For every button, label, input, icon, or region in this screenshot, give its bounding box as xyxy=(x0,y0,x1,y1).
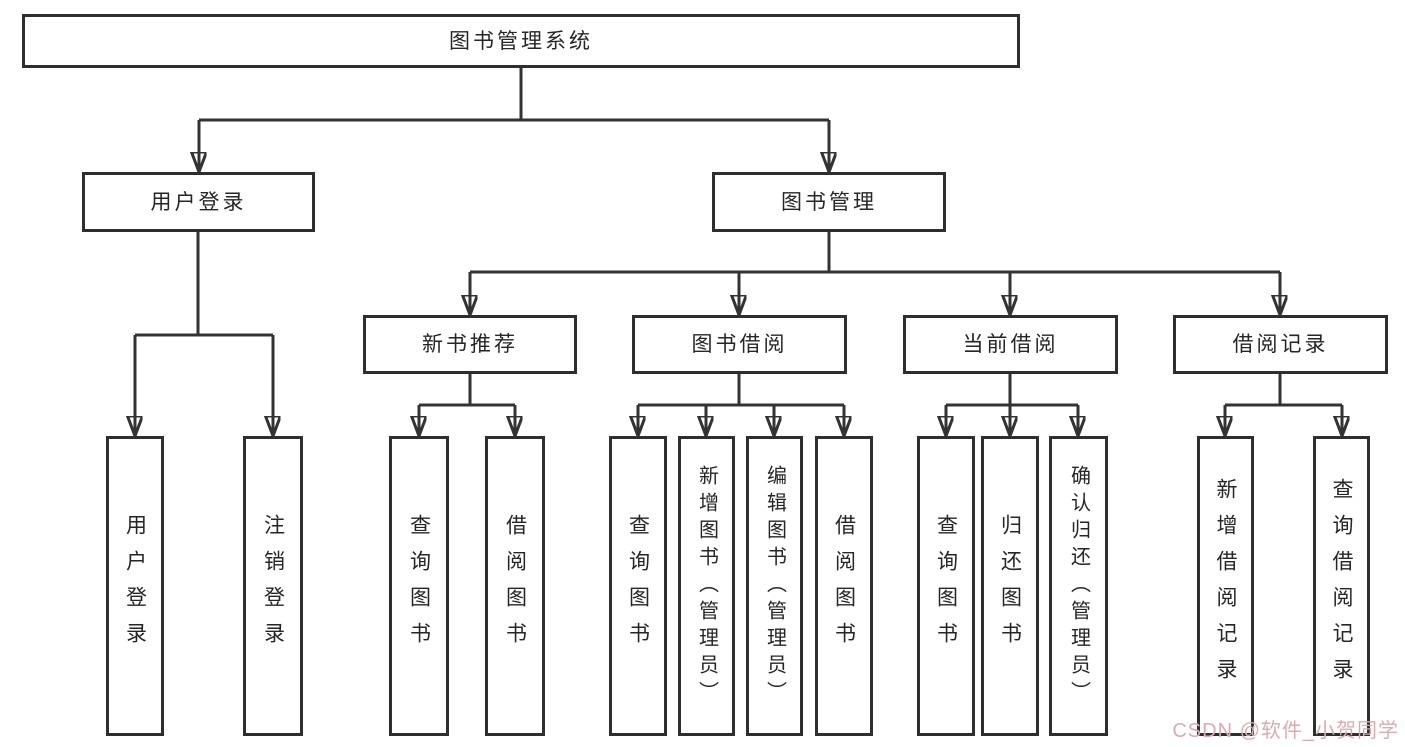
leaf-recommend-query-books-label: 查询图书 xyxy=(407,514,431,658)
node-current-borrow-label: 当前借阅 xyxy=(962,333,1059,356)
leaf-records-query-record-label: 查询借阅记录 xyxy=(1330,478,1353,694)
leaf-borrow-query-books: 查询图书 xyxy=(609,436,667,736)
node-borrow-records: 借阅记录 xyxy=(1173,315,1388,374)
leaf-current-return-books-label: 归还图书 xyxy=(998,514,1022,658)
leaf-borrow-add-books-admin-label: 新增图书（管理员） xyxy=(695,464,718,708)
leaf-borrow-query-books-label: 查询图书 xyxy=(626,514,650,658)
leaf-borrow-borrow-books: 借阅图书 xyxy=(815,436,873,736)
node-library-system-label: 图书管理系统 xyxy=(449,29,593,53)
leaf-logout-label: 注销登录 xyxy=(261,514,285,658)
leaf-records-add-record: 新增借阅记录 xyxy=(1197,436,1254,736)
leaf-user-login-label: 用户登录 xyxy=(123,514,147,658)
node-new-book-recommend: 新书推荐 xyxy=(363,315,577,374)
leaf-user-login: 用户登录 xyxy=(106,436,164,736)
leaf-current-confirm-return-admin-label: 确认归还（管理员） xyxy=(1067,464,1090,708)
node-new-book-recommend-label: 新书推荐 xyxy=(422,333,518,356)
node-book-management: 图书管理 xyxy=(712,172,946,232)
leaf-current-confirm-return-admin: 确认归还（管理员） xyxy=(1049,436,1108,736)
watermark: CSDN @软件_小贺同学 xyxy=(1172,720,1399,742)
leaf-borrow-borrow-books-label: 借阅图书 xyxy=(832,514,856,658)
leaf-current-query-books-label: 查询图书 xyxy=(934,514,958,658)
node-current-borrow: 当前借阅 xyxy=(903,315,1118,374)
node-user-login: 用户登录 xyxy=(82,172,315,232)
leaf-recommend-borrow-books-label: 借阅图书 xyxy=(503,514,527,658)
leaf-current-return-books: 归还图书 xyxy=(981,436,1039,736)
leaf-current-query-books: 查询图书 xyxy=(917,436,975,736)
leaf-recommend-borrow-books: 借阅图书 xyxy=(485,436,545,736)
leaf-records-add-record-label: 新增借阅记录 xyxy=(1214,478,1237,694)
node-book-borrow-label: 图书借阅 xyxy=(691,333,788,356)
node-book-borrow: 图书借阅 xyxy=(632,315,847,374)
node-library-system: 图书管理系统 xyxy=(22,14,1020,68)
leaf-borrow-edit-books-admin-label: 编辑图书（管理员） xyxy=(763,464,786,708)
leaf-borrow-add-books-admin: 新增图书（管理员） xyxy=(678,436,735,736)
node-user-login-label: 用户登录 xyxy=(150,190,247,214)
node-book-management-label: 图书管理 xyxy=(781,190,877,214)
node-borrow-records-label: 借阅记录 xyxy=(1232,333,1329,356)
leaf-logout: 注销登录 xyxy=(243,436,303,736)
leaf-recommend-query-books: 查询图书 xyxy=(389,436,449,736)
leaf-borrow-edit-books-admin: 编辑图书（管理员） xyxy=(746,436,803,736)
leaf-records-query-record: 查询借阅记录 xyxy=(1313,436,1370,736)
